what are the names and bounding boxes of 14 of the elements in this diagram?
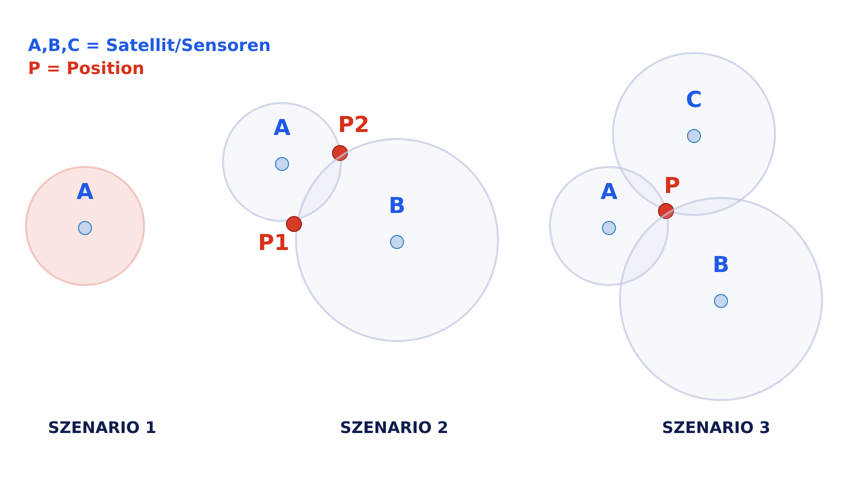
legend-text: A,B,C = Satellit/Sensoren [28, 38, 271, 55]
scenario-title: SZENARIO 2 [340, 420, 448, 436]
satellite-label: B [388, 196, 406, 218]
satellite-label: A [600, 182, 618, 204]
position-label: P [664, 176, 680, 198]
position-label: P2 [338, 115, 370, 137]
position-label: P1 [258, 233, 290, 255]
satellite-label: C [686, 90, 702, 112]
scenario-title: SZENARIO 3 [662, 420, 770, 436]
legend-text: P = Position [28, 61, 144, 78]
scenario-title: SZENARIO 1 [48, 420, 156, 436]
satellite-label: A [273, 118, 291, 140]
satellite-label: A [76, 182, 94, 204]
satellite-label: B [712, 255, 730, 277]
